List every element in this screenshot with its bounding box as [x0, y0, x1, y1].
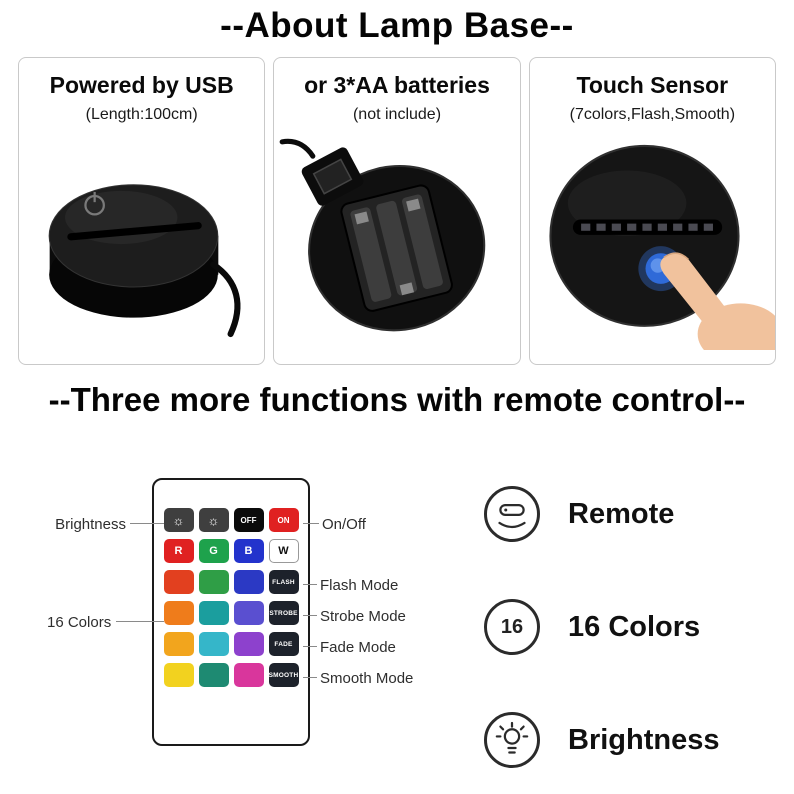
lamp-base-panels: Powered by USB (Length:100cm) or 3*AA ba… — [18, 57, 776, 365]
count-16-badge: 16 — [484, 599, 540, 655]
color-button — [163, 570, 194, 594]
panel-battery-title: or 3*AA batteries — [304, 72, 490, 98]
color-button — [233, 570, 264, 594]
feature-brightness: Brightness — [484, 712, 719, 768]
color-button — [163, 601, 194, 625]
red-button: R — [163, 539, 194, 563]
feature-remote: Remote — [484, 486, 674, 542]
page-title: --About Lamp Base-- — [220, 6, 574, 45]
color-button — [198, 601, 229, 625]
color-button — [198, 632, 229, 656]
strobe-mode-callout: Strobe Mode — [320, 608, 406, 625]
on-off-callout: On/Off — [322, 516, 366, 533]
usb-base-illustration — [48, 184, 241, 338]
panel-touch-subtitle: (7colors,Flash,Smooth) — [569, 106, 736, 123]
battery-base-illustration — [279, 138, 486, 332]
callout-line — [303, 646, 317, 647]
panel-usb-title: Powered by USB — [49, 72, 234, 98]
smooth-mode-callout: Smooth Mode — [320, 670, 414, 687]
panel-touch: Touch Sensor (7colors,Flash,Smooth) — [528, 57, 776, 365]
strobe-mode-button: STROBE — [268, 601, 299, 625]
fade-mode-callout: Fade Mode — [320, 639, 396, 656]
remote-icon — [484, 486, 540, 542]
off-button: OFF — [233, 508, 264, 532]
fade-mode-button: FADE — [268, 632, 299, 656]
callout-line — [303, 615, 317, 616]
color-button — [233, 663, 264, 687]
feature-brightness-label: Brightness — [568, 723, 720, 756]
touch-sensor-illustration — [549, 144, 775, 364]
feature-16-colors: 16 16 Colors — [484, 599, 700, 655]
blue-button: B — [233, 539, 264, 563]
brightness-up-button: ☼ — [163, 508, 194, 532]
touch-sensor-photo — [530, 132, 775, 364]
panel-battery-subtitle: (not include) — [352, 106, 442, 123]
flash-mode-callout: Flash Mode — [320, 577, 399, 594]
callout-line — [303, 523, 319, 524]
brightness-down-button: ☼ — [198, 508, 229, 532]
on-button: ON — [268, 508, 299, 532]
color-button — [198, 570, 229, 594]
panel-touch-title: Touch Sensor — [576, 72, 729, 98]
smooth-mode-button: SMOOTH — [268, 663, 299, 687]
brightness-callout: Brightness — [55, 516, 126, 533]
panel-usb-subtitle: (Length:100cm) — [85, 106, 198, 123]
feature-remote-label: Remote — [568, 497, 675, 530]
white-button: W — [268, 539, 299, 563]
color-button — [233, 632, 264, 656]
callout-line — [303, 677, 317, 678]
panel-usb: Powered by USB (Length:100cm) — [18, 57, 266, 365]
panel-battery: or 3*AA batteries (not include) — [273, 57, 521, 365]
color-button — [233, 601, 264, 625]
battery-base-photo — [274, 132, 519, 350]
16-colors-callout: 16 Colors — [47, 614, 112, 631]
callout-line — [130, 523, 164, 524]
color-button — [163, 663, 194, 687]
green-button: G — [198, 539, 229, 563]
feature-16-colors-label: 16 Colors — [568, 610, 701, 643]
callout-line — [116, 621, 164, 622]
callout-line — [303, 584, 317, 585]
remote-control-illustration: ☼ ☼ OFF ON R G B W FLASH STROBE FADE — [152, 478, 310, 746]
brightness-bulb-icon — [484, 712, 540, 768]
color-button — [163, 632, 194, 656]
brightness-down-icon: ☼ — [207, 512, 220, 528]
badge-16-text: 16 — [500, 615, 524, 638]
brightness-up-icon: ☼ — [172, 512, 185, 528]
section-title: --Three more functions with remote contr… — [48, 381, 746, 418]
color-button — [198, 663, 229, 687]
remote-button-grid: ☼ ☼ OFF ON R G B W FLASH STROBE FADE — [154, 508, 308, 687]
usb-base-photo — [19, 132, 264, 350]
flash-mode-button: FLASH — [268, 570, 299, 594]
